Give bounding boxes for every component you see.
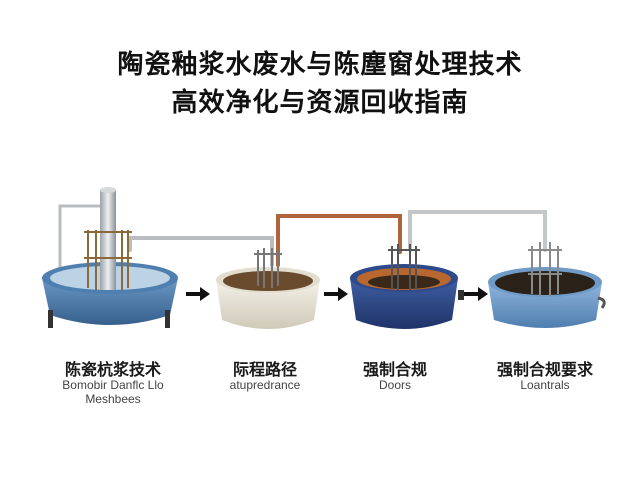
pipe-2-3 [276,214,402,267]
pipe-1-2 [128,236,274,267]
stage-3-label: 强制合规 [362,360,427,379]
stage-4-subtitle: Loantrals [520,378,570,392]
flow-arrow-2 [324,287,348,301]
stage-1-label: 陈瓷杭浆技术 [64,360,161,379]
pipe-stage1-left [58,204,102,280]
flow-arrow-3 [464,287,488,301]
pipe-3-4 [408,210,547,252]
stage-4-label: 强制合规要求 [496,360,593,379]
stage-2-subtitle: atupredrance [229,378,301,392]
stage-3-subtitle: Doors [378,378,411,392]
page-title-line-1: 陶瓷釉浆水废水与陈塵窗处理技术 [117,50,523,80]
tank-stage-3 [350,244,464,329]
tank-stage-2 [216,248,320,329]
stage-1-subtitle: Bomobir Danflc Llo Meshbees [62,378,164,406]
treatment-process-illustration [42,187,606,329]
stage-2-label: 际程路径 [232,360,297,379]
tank-stage-1 [42,187,178,328]
flow-arrow-1 [186,287,210,301]
page-title-line-2: 高效净化与资源回收指南 [171,88,469,118]
tank-stage-4 [488,242,606,328]
